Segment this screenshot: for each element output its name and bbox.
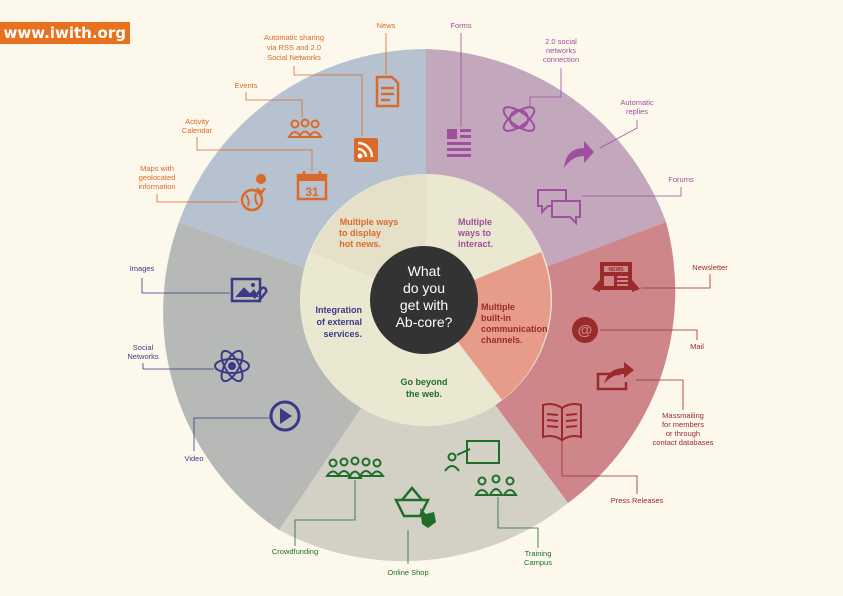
segment-interact-caption: interact. [458,239,493,249]
label-social20: networks [546,46,576,55]
segment-external-caption: of external [316,317,362,327]
label-rss: via RSS and 2.0 [267,43,321,52]
site-logo[interactable]: www.iwith.org [0,22,130,44]
label-massmailing: or through [666,429,700,438]
label-forms: Forms [450,21,471,30]
segment-web-outer [279,312,568,562]
label-images: Images [130,264,155,273]
label-mail: Mail [690,342,704,351]
center-line-1: What [408,263,441,279]
label-training: Campus [524,558,552,567]
segment-news-caption: Multiple ways [340,217,399,227]
label-press: Press Releases [611,496,664,505]
label-video: Video [184,454,203,463]
label-forums: Forums [668,175,694,184]
label-maps: information [138,182,175,191]
segment-external-caption: Integration [316,305,363,315]
at-sign-icon: @ [572,317,598,343]
reply-arrow-icon [564,141,594,168]
segment-communicate-caption: built-in [481,313,511,323]
globe-atom-icon [502,106,536,132]
label-rss: Social Networks [267,53,321,62]
label-replies: replies [626,107,648,116]
label-maps: Maps with [140,164,174,173]
label-calendar: Calendar [182,126,213,135]
segment-news-caption: to display [339,228,381,238]
label-training: Training [525,549,552,558]
image-attach-icon [230,277,268,303]
label-news: News [377,21,396,30]
segment-interact-caption: Multiple [458,217,492,227]
svg-text:@: @ [578,322,593,339]
center-line-3: get with [400,297,448,313]
center-line-2: do you [403,280,445,296]
segment-web-caption: the web. [406,389,442,399]
segment-external-caption: services. [323,329,362,339]
atom-icon [214,349,250,383]
svg-text:31: 31 [305,185,319,199]
rss-icon [354,138,378,162]
segment-communicate-caption: communication [481,324,548,334]
label-maps: geolocated [139,173,176,182]
crowd-icon [325,456,385,479]
form-icon [447,129,471,157]
center-line-4: Ab-core? [396,314,453,330]
segment-communicate-caption: channels. [481,335,523,345]
map-pin-globe-icon [240,174,267,212]
label-massmailing: Massmailing [662,411,704,420]
book-icon [542,403,582,442]
segment-interact-caption: ways to [457,228,492,238]
label-rss: Automatic sharing [264,33,324,42]
share-icon [596,362,634,391]
calendar-icon: 31 [296,171,328,201]
center-circle [370,246,478,354]
crowd-icon [474,474,518,496]
label-social20: 2.0 social [545,37,577,46]
segment-communicate-caption: Multiple [481,302,515,312]
label-crowdfunding: Crowdfunding [272,547,318,556]
newspaper-icon: NEWS [592,262,640,292]
segment-news-caption: hot news. [339,239,381,249]
label-calendar: Activity [185,117,209,126]
label-social20: connection [543,55,579,64]
label-massmailing: for members [662,420,704,429]
label-massmailing: contact databases [653,438,714,447]
svg-text:NEWS: NEWS [609,267,625,273]
label-newsletter: Newsletter [692,263,728,272]
group-icon [287,118,323,138]
chat-bubbles-icon [537,189,581,226]
document-icon [375,75,400,108]
label-shop: Online Shop [387,568,428,577]
play-icon[interactable] [269,400,301,432]
label-socialnet: Networks [127,352,159,361]
classroom-icon [444,440,500,472]
basket-icon [393,486,436,528]
segment-web-caption: Go beyond [401,377,448,387]
label-socialnet: Social [133,343,154,352]
label-replies: Automatic [620,98,654,107]
label-events: Events [235,81,258,90]
